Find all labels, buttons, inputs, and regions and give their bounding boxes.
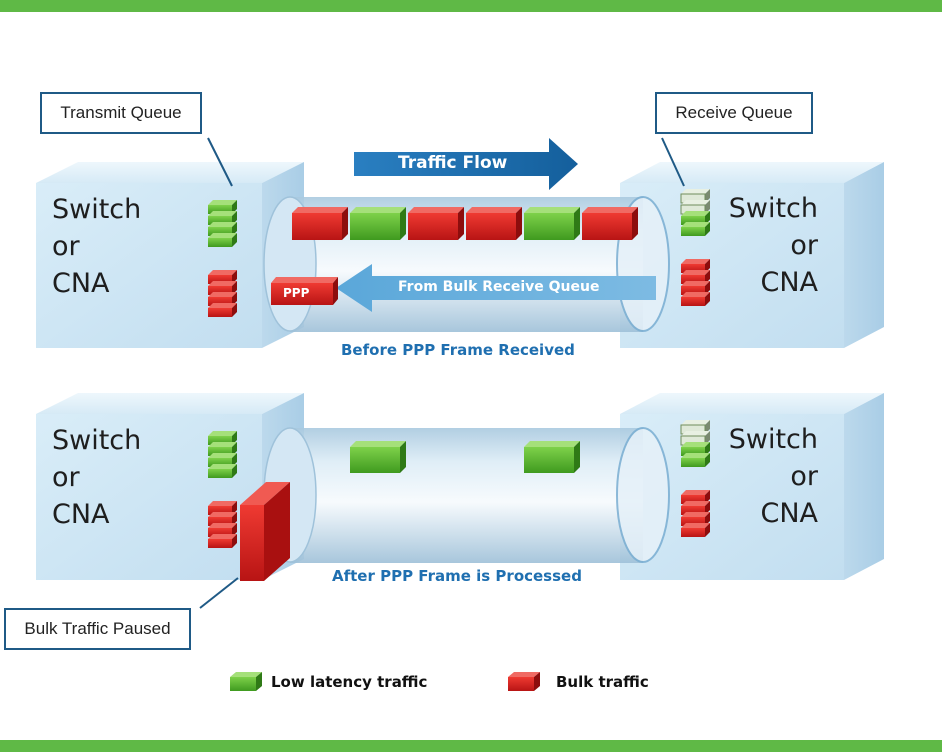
queue-slot	[681, 490, 710, 504]
low-latency-frame	[524, 207, 580, 240]
queue-slot	[681, 523, 710, 537]
transmit-queue-callout: Transmit Queue	[40, 92, 202, 134]
receive-low-latency-queue	[680, 189, 710, 236]
receive-queue-pointer	[661, 137, 685, 187]
legend-label-low-latency: Low latency traffic	[271, 673, 428, 691]
queue-slot	[681, 259, 710, 273]
bulk-receive-return-arrow	[336, 264, 656, 312]
queue-slot	[208, 200, 237, 214]
transmit-low-latency-queue	[208, 200, 237, 247]
tube-frames-bottom	[350, 441, 580, 473]
caption-before: Before PPP Frame Received	[341, 341, 575, 359]
queue-slot	[208, 431, 237, 445]
pause-block	[240, 482, 290, 581]
queue-slot	[208, 442, 237, 456]
low-latency-frame	[350, 441, 406, 473]
queue-slot	[680, 200, 710, 215]
transmit-bulk-queue	[208, 501, 237, 548]
bulk-frame	[582, 207, 638, 240]
low-latency-frame	[350, 207, 406, 240]
transmit-low-latency-queue	[208, 431, 237, 478]
bottom-accent-bar	[0, 740, 942, 752]
queue-slot	[208, 453, 237, 467]
caption-after: After PPP Frame is Processed	[332, 567, 582, 585]
queue-slot	[208, 233, 237, 247]
bulk-paused-pointer	[199, 577, 239, 609]
queue-slot	[208, 222, 237, 236]
queue-slot	[681, 442, 710, 456]
receive-queue-callout: Receive Queue	[655, 92, 813, 134]
queue-slot	[681, 222, 710, 236]
receive-low-latency-queue	[680, 420, 710, 467]
queue-slot	[208, 523, 237, 537]
queue-slot	[680, 420, 710, 435]
transmit-bulk-queue	[208, 270, 237, 317]
link-tube-bottom	[263, 427, 670, 563]
ppp-label: PPP	[283, 286, 310, 300]
queue-slot	[208, 211, 237, 225]
queue-slot	[208, 281, 237, 295]
bulk-paused-callout: Bulk Traffic Paused	[4, 608, 191, 650]
bulk-frame	[466, 207, 522, 240]
transmit-queue-pointer	[207, 137, 233, 187]
queue-slot	[208, 464, 237, 478]
queue-slot	[680, 189, 710, 204]
legend-swatch-low-latency	[230, 672, 262, 691]
queue-slot	[208, 512, 237, 526]
queue-slot	[681, 292, 710, 306]
queue-slot	[681, 281, 710, 295]
receive-bulk-queue	[681, 259, 710, 306]
queue-slot	[208, 534, 237, 548]
queue-stacks-bottom	[208, 420, 710, 548]
bulk-receive-label: From Bulk Receive Queue	[398, 279, 600, 295]
queue-slot	[208, 270, 237, 284]
legend-label-bulk: Bulk traffic	[556, 673, 649, 691]
queue-slot	[681, 512, 710, 526]
bulk-frame	[292, 207, 348, 240]
queue-slot	[681, 211, 710, 225]
traffic-flow-arrow	[354, 138, 578, 190]
queue-slot	[681, 453, 710, 467]
queue-slot	[208, 501, 237, 515]
ppp-frame	[271, 277, 338, 305]
queue-slot	[681, 501, 710, 515]
bulk-frame	[408, 207, 464, 240]
receive-bulk-queue	[681, 490, 710, 537]
queue-slot	[208, 303, 237, 317]
queue-slot	[681, 270, 710, 284]
top-accent-bar	[0, 0, 942, 12]
tube-frames-top	[292, 207, 638, 240]
queue-stacks-top	[208, 189, 710, 317]
traffic-flow-label: Traffic Flow	[398, 153, 508, 173]
queue-slot	[208, 292, 237, 306]
legend-swatch-bulk	[508, 672, 540, 691]
low-latency-frame	[524, 441, 580, 473]
